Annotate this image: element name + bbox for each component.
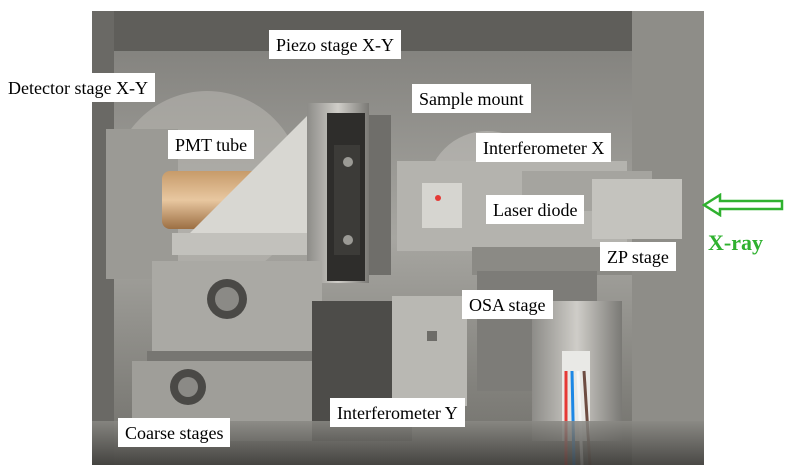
instrument-photo — [92, 11, 704, 465]
interferometer-y-label: Interferometer Y — [330, 398, 465, 427]
detector-stage-label: Detector stage X-Y — [1, 73, 155, 102]
coarse-stages-label: Coarse stages — [118, 418, 231, 447]
xray-label: X-ray — [708, 230, 763, 255]
xray-arrow-icon — [702, 193, 784, 217]
pmt-tube-label: PMT tube — [168, 130, 255, 159]
interferometer-x-label: Interferometer X — [476, 133, 612, 162]
sample-mount-label: Sample mount — [412, 84, 531, 113]
zp-stage-label: ZP stage — [600, 242, 676, 271]
piezo-stage-label: Piezo stage X-Y — [269, 30, 401, 59]
laser-diode-label: Laser diode — [486, 195, 585, 224]
osa-stage-label: OSA stage — [462, 290, 553, 319]
